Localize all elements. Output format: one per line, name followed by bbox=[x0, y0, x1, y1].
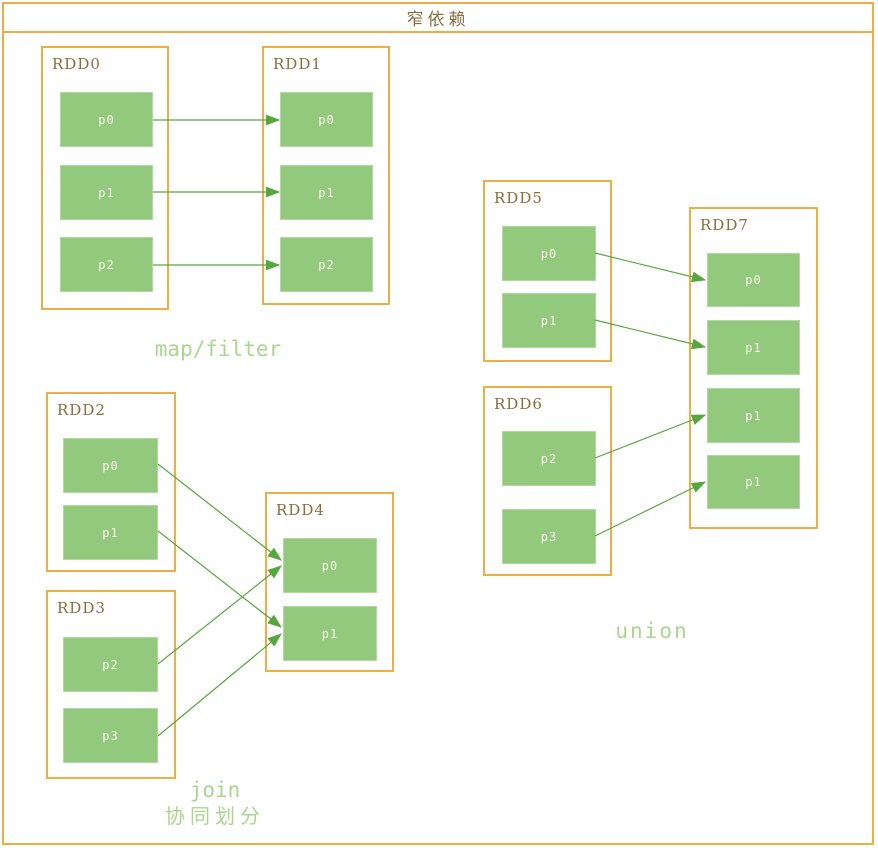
rdd7-partition-1: p1 bbox=[707, 320, 800, 375]
rdd0-partition-0: p0 bbox=[60, 92, 153, 147]
rdd5-partition-0: p0 bbox=[502, 226, 596, 281]
label-join-group: join 协同划分 bbox=[130, 778, 300, 830]
rdd2-box: RDD2 p0 p1 bbox=[46, 392, 176, 572]
rdd0-box: RDD0 p0 p1 p2 bbox=[41, 46, 169, 310]
rdd6-partition-0: p2 bbox=[502, 431, 596, 486]
rdd1-partition-2: p2 bbox=[280, 237, 373, 292]
rdd1-box: RDD1 p0 p1 p2 bbox=[262, 46, 390, 305]
rdd4-partition-1: p1 bbox=[283, 606, 377, 661]
rdd3-label: RDD3 bbox=[57, 599, 106, 617]
rdd1-partition-1: p1 bbox=[280, 165, 373, 220]
diagram-title: 窄依赖 bbox=[406, 10, 470, 30]
rdd2-partition-1: p1 bbox=[63, 505, 158, 560]
label-map-filter: map/filter bbox=[154, 337, 282, 361]
rdd1-label: RDD1 bbox=[273, 55, 322, 73]
rdd4-box: RDD4 p0 p1 bbox=[265, 492, 394, 672]
rdd0-label: RDD0 bbox=[52, 55, 101, 73]
rdd2-label: RDD2 bbox=[57, 401, 106, 419]
rdd7-partition-3: p1 bbox=[707, 455, 800, 509]
rdd7-label: RDD7 bbox=[700, 216, 749, 234]
rdd7-partition-2: p1 bbox=[707, 388, 800, 443]
rdd6-label: RDD6 bbox=[494, 395, 543, 413]
rdd0-partition-1: p1 bbox=[60, 165, 153, 220]
rdd6-partition-1: p3 bbox=[502, 509, 596, 564]
rdd3-partition-0: p2 bbox=[63, 637, 158, 692]
rdd1-partition-0: p0 bbox=[280, 92, 373, 147]
rdd6-box: RDD6 p2 p3 bbox=[483, 386, 612, 576]
rdd5-box: RDD5 p0 p1 bbox=[483, 180, 612, 362]
rdd2-partition-0: p0 bbox=[63, 438, 158, 493]
label-join: join bbox=[189, 778, 241, 802]
rdd5-label: RDD5 bbox=[494, 189, 543, 207]
rdd3-box: RDD3 p2 p3 bbox=[46, 590, 176, 779]
label-union: union bbox=[615, 619, 689, 643]
rdd4-label: RDD4 bbox=[276, 501, 325, 519]
rdd4-partition-0: p0 bbox=[283, 538, 377, 593]
rdd0-partition-2: p2 bbox=[60, 237, 153, 292]
rdd7-box: RDD7 p0 p1 p1 p1 bbox=[689, 207, 818, 529]
rdd7-partition-0: p0 bbox=[707, 253, 800, 307]
diagram-title-bar: 窄依赖 bbox=[2, 2, 874, 33]
rdd3-partition-1: p3 bbox=[63, 708, 158, 763]
rdd5-partition-1: p1 bbox=[502, 293, 596, 348]
label-join-sub: 协同划分 bbox=[165, 804, 265, 828]
